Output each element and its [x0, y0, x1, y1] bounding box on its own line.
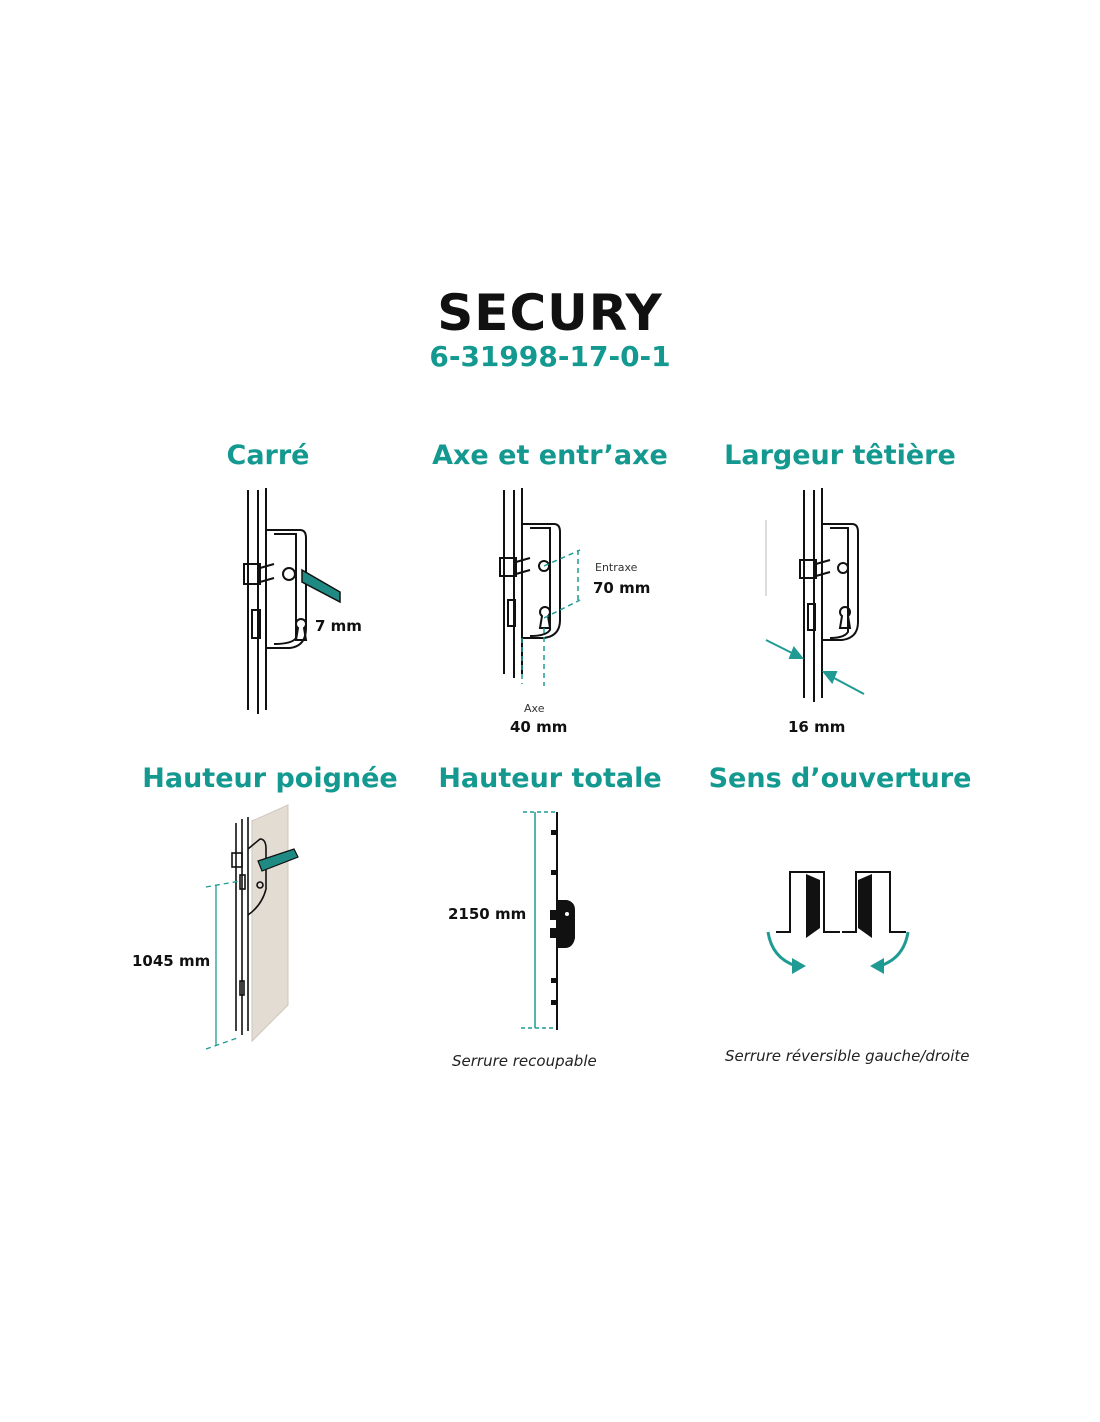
- axe-dimension: 40 mm: [510, 718, 568, 736]
- axe-lock-illustration: [499, 488, 581, 686]
- largeur-lock-illustration: [765, 488, 865, 702]
- sens-note: Serrure réversible gauche/droite: [725, 1047, 970, 1065]
- sens-ouverture-illustration: [766, 871, 910, 974]
- right-door-leaf: [858, 874, 872, 938]
- entraxe-dimension: 70 mm: [593, 579, 651, 597]
- carre-dimension: 7 mm: [315, 617, 362, 635]
- hauteur-totale-note: Serrure recoupable: [452, 1052, 597, 1070]
- product-title: SECURY: [437, 284, 663, 342]
- axe-label: Axe: [524, 702, 545, 715]
- heading-largeur: Largeur têtière: [724, 440, 956, 471]
- entraxe-label: Entraxe: [595, 561, 638, 574]
- hauteur-poignee-dimension: 1045 mm: [132, 952, 211, 970]
- hauteur-totale-illustration: [521, 811, 575, 1030]
- carre-lock-illustration: [243, 488, 341, 714]
- hauteur-totale-dimension: 2150 mm: [448, 905, 527, 923]
- heading-axe: Axe et entr’axe: [432, 440, 668, 471]
- product-reference: 6-31998-17-0-1: [429, 340, 671, 373]
- square-spindle: [301, 568, 341, 604]
- heading-carre: Carré: [226, 440, 310, 471]
- hauteur-poignee-illustration: [205, 804, 299, 1050]
- heading-hauteur-totale: Hauteur totale: [438, 763, 662, 794]
- left-door-leaf: [806, 874, 820, 938]
- heading-hauteur-poignee: Hauteur poignée: [142, 763, 398, 794]
- handle: [257, 848, 299, 872]
- heading-sens: Sens d’ouverture: [708, 763, 972, 794]
- largeur-dimension: 16 mm: [788, 718, 846, 736]
